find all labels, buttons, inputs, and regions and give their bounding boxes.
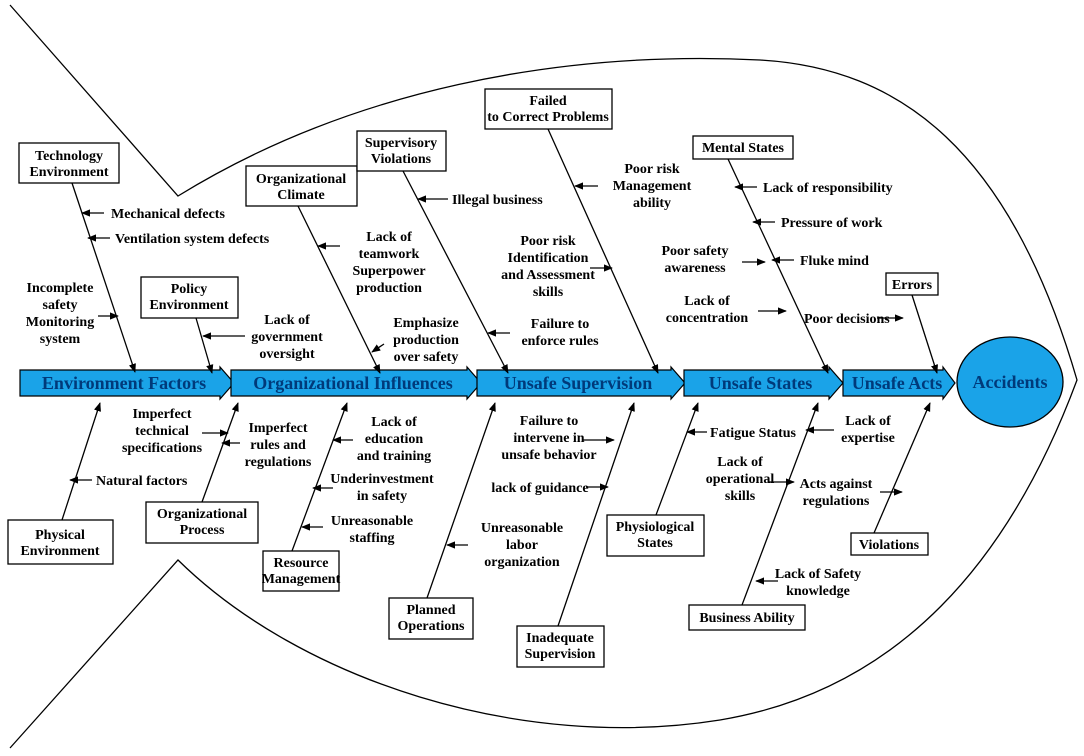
cause-arrows <box>69 182 904 585</box>
spine-arrow-states <box>683 365 844 401</box>
cause-ventilation: Ventilation system defects <box>115 232 270 247</box>
category-business: Business Ability <box>699 611 794 626</box>
category-violations: Violations <box>859 538 920 553</box>
category-boxes <box>7 88 939 668</box>
fish-body-outline <box>9 4 1078 749</box>
cause-fatigue: Fatigue Status <box>710 426 797 441</box>
cause-decisions: Poor decisions <box>804 312 890 327</box>
spine-label-states: Unsafe States <box>709 373 813 393</box>
spine: Environment Factors Organizational Influe… <box>19 365 956 401</box>
spine-arrow-supervision <box>476 365 686 401</box>
spine-label-environment: Environment Factors <box>42 373 206 393</box>
spine-arrow-acts <box>842 365 956 401</box>
cause-illegal: Illegal business <box>452 193 543 208</box>
category-errors: Errors <box>892 278 933 293</box>
accidents-label: Accidents <box>973 372 1048 392</box>
cause-fluke: Fluke mind <box>800 254 869 269</box>
cause-guidance: lack of guidance <box>491 481 588 496</box>
cause-responsibility: Lack of responsibility <box>763 181 893 196</box>
spine-label-organizational: Organizational Influences <box>253 373 453 393</box>
category-mental: Mental States <box>702 141 785 156</box>
spine-label-supervision: Unsafe Supervision <box>504 373 653 393</box>
cause-mechanical: Mechanical defects <box>111 207 225 222</box>
cause-natural: Natural factors <box>96 474 188 489</box>
cause-pressure: Pressure of work <box>781 216 883 231</box>
spine-arrow-environment <box>19 365 235 401</box>
accidents-head <box>956 336 1064 428</box>
spine-arrow-organizational <box>230 365 482 401</box>
spine-label-acts: Unsafe Acts <box>852 373 943 393</box>
